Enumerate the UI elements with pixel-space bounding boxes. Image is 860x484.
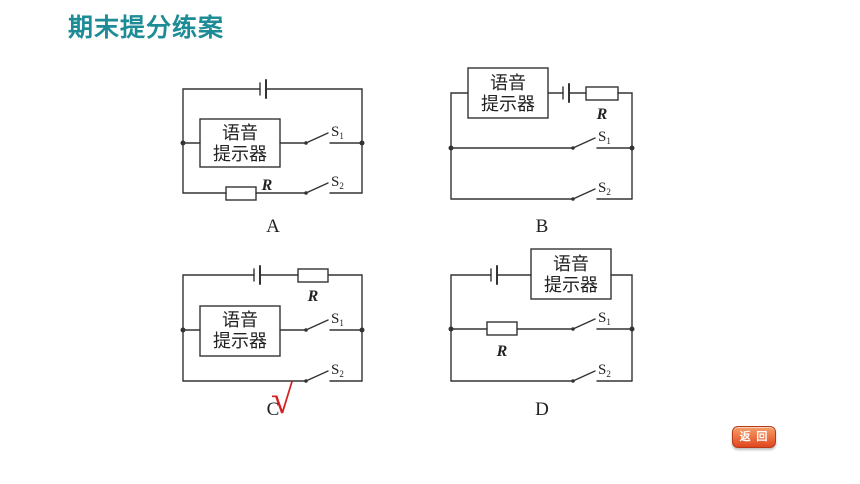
junction-dots (180, 140, 635, 333)
switch-s2 (305, 370, 329, 382)
resistor-label: R (261, 177, 273, 194)
switch-s1 (305, 132, 329, 144)
switch-s1 (572, 318, 596, 330)
speaker-label-line1: 语音 (490, 73, 526, 93)
switch-s2 (572, 370, 596, 382)
speaker-label-line2: 提示器 (213, 144, 267, 164)
switch-s2 (572, 188, 596, 200)
speaker-label-line2: 提示器 (213, 331, 267, 351)
option-label-a: A (266, 216, 280, 237)
resistor (486, 321, 518, 336)
switch-s1-label: S1 (598, 129, 611, 146)
page-title: 期末提分练案 (68, 13, 225, 42)
circuit-d[interactable] (450, 248, 633, 382)
resistor-label: R (307, 288, 319, 305)
speaker-label-line1: 语音 (553, 254, 589, 274)
resistor (585, 86, 619, 101)
switch-s2-label: S2 (331, 174, 344, 191)
switch-pivots (304, 141, 575, 383)
circuit-b[interactable] (450, 67, 633, 200)
switch-s2-label: S2 (598, 362, 611, 379)
switch-s1-label: S1 (331, 311, 344, 328)
switch-s2-label: S2 (331, 362, 344, 379)
speaker-label-line1: 语音 (222, 123, 258, 143)
option-label-b: B (536, 216, 549, 237)
resistor-label: R (596, 106, 608, 123)
switch-s1-label: S1 (598, 310, 611, 327)
speaker-label-line2: 提示器 (481, 94, 535, 114)
speaker-box (530, 248, 612, 300)
option-label-d: D (535, 399, 549, 420)
speaker-box (199, 305, 281, 357)
switch-s1-label: S1 (331, 124, 344, 141)
switch-s2-label: S2 (598, 180, 611, 197)
resistor (225, 186, 257, 201)
speaker-label-line1: 语音 (222, 310, 258, 330)
option-label-c: C (267, 399, 280, 420)
switch-s2 (305, 182, 329, 194)
switch-s1 (305, 319, 329, 331)
answer-check-mark: √ (271, 377, 293, 422)
circuit-a[interactable] (182, 79, 363, 201)
speaker-label-line2: 提示器 (544, 275, 598, 295)
resistor (297, 268, 329, 283)
switch-s1 (572, 137, 596, 149)
circuit-c[interactable] (182, 265, 363, 382)
resistor-label: R (496, 343, 508, 360)
back-button[interactable]: 返 回 (732, 426, 776, 448)
